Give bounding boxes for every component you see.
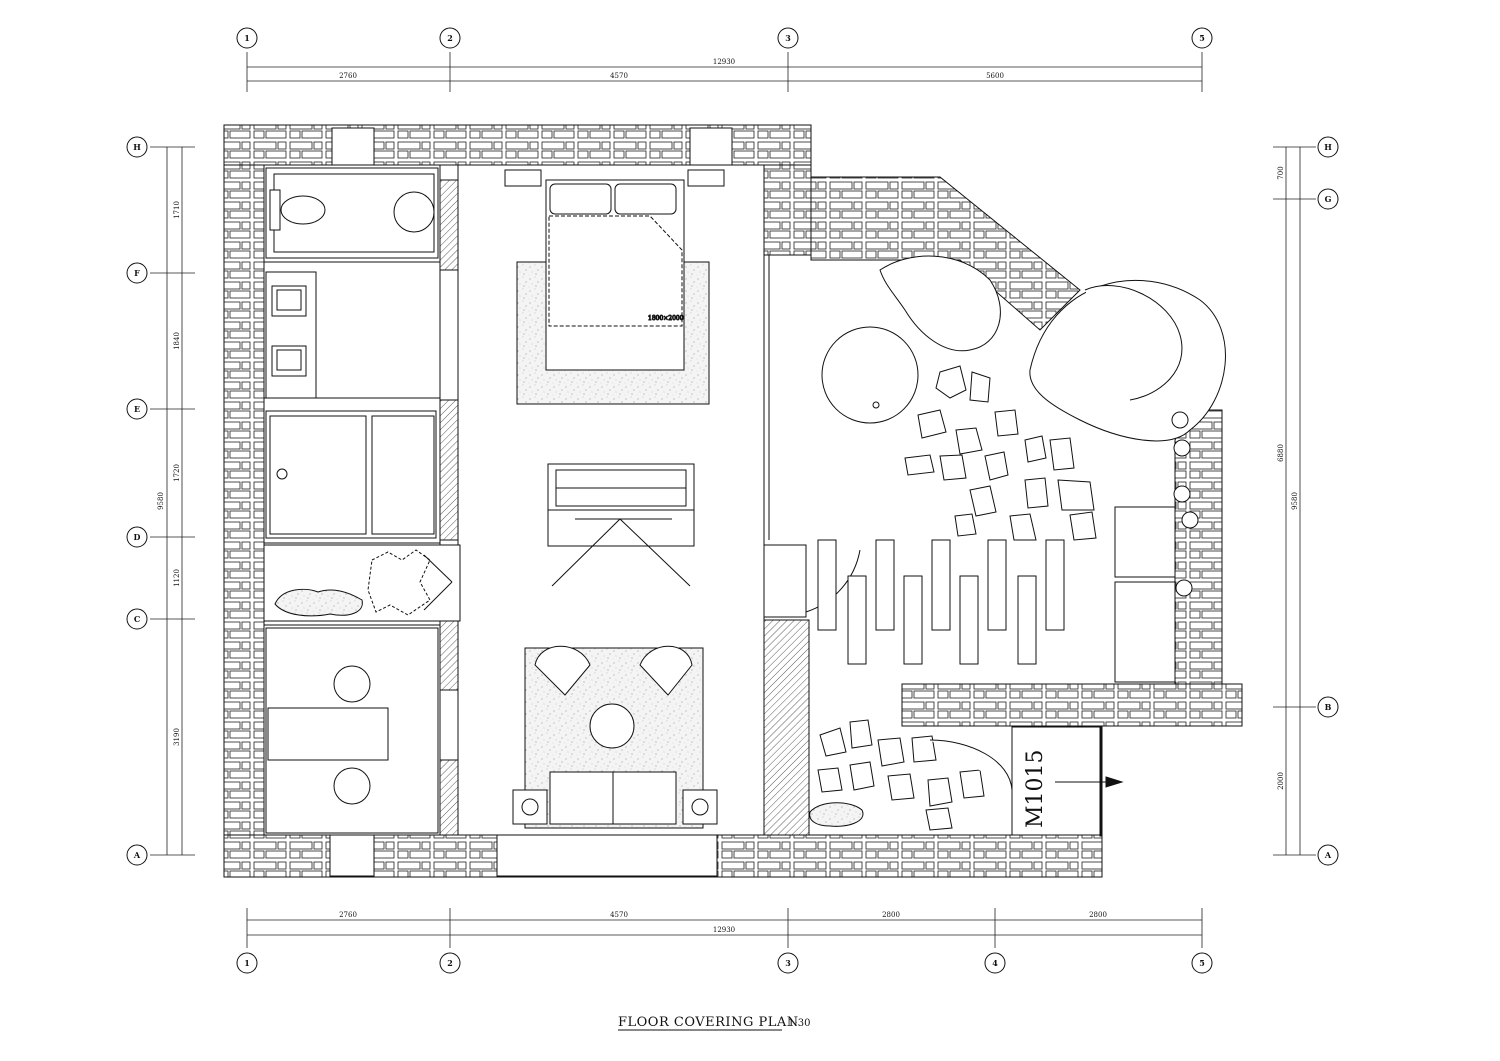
axis-bottom-3: 3 (777, 952, 799, 974)
garden (809, 255, 1226, 836)
toilet-room (265, 167, 439, 259)
axis-top-1: 1 (236, 27, 258, 49)
axis-left-E: E (126, 398, 148, 420)
lower-stones (809, 719, 985, 831)
dim-left-seg-1: 1710 (173, 201, 181, 219)
svg-text:4: 4 (992, 958, 998, 968)
axis-left-H: H (126, 136, 148, 158)
axis-bottom-5: 5 (1191, 952, 1213, 974)
axis-bottom-2: 2 (439, 952, 461, 974)
drawing-title: FLOOR COVERING PLAN (618, 1015, 799, 1030)
svg-text:D: D (134, 532, 141, 542)
glass-doors (763, 255, 861, 820)
dim-bottom-seg-2: 4570 (610, 911, 628, 919)
svg-text:E: E (134, 404, 140, 414)
svg-text:1: 1 (244, 958, 250, 968)
bench-with-rack (547, 463, 695, 587)
svg-text:3: 3 (785, 33, 791, 43)
dim-bottom-total: 12930 (713, 926, 735, 934)
axis-top-5: 5 (1191, 27, 1213, 49)
wall-openings (329, 127, 733, 877)
axis-left-C: C (126, 608, 148, 630)
lounge-set (512, 645, 718, 829)
svg-text:B: B (1325, 702, 1332, 712)
dim-top-seg-3: 5600 (986, 72, 1004, 80)
svg-text:H: H (1324, 142, 1332, 152)
svg-text:5: 5 (1199, 33, 1205, 43)
dimension-labels: 12930 2760 4570 5600 2760 4570 2800 2800… (157, 58, 1299, 934)
tea-room (265, 627, 439, 834)
svg-text:F: F (134, 268, 140, 278)
door-code-label: M1015 (1023, 749, 1048, 828)
dimension-lines (150, 52, 1316, 948)
dim-left-seg-3: 1720 (173, 464, 181, 482)
svg-text:3: 3 (785, 958, 791, 968)
dim-left-total: 9580 (157, 492, 165, 510)
svg-text:A: A (133, 850, 141, 860)
axis-right-A: A (1317, 844, 1339, 866)
svg-text:5: 5 (1199, 958, 1205, 968)
vanity-basins (265, 271, 317, 399)
svg-text:2: 2 (447, 33, 453, 43)
dim-bottom-seg-1: 2760 (339, 911, 357, 919)
axis-top-3: 3 (777, 27, 799, 49)
dim-right-seg-1: 700 (1277, 166, 1285, 179)
svg-text:A: A (1324, 850, 1332, 860)
dim-right-total: 9580 (1291, 492, 1299, 510)
svg-text:1: 1 (244, 33, 250, 43)
dim-right-seg-2: 6880 (1277, 444, 1285, 462)
svg-text:G: G (1325, 194, 1332, 204)
axis-bottom-1: 1 (236, 952, 258, 974)
stepping-stones (904, 365, 1097, 541)
svg-text:H: H (133, 142, 141, 152)
svg-text:2: 2 (447, 958, 453, 968)
bed-size-label: 1800×2000 (648, 315, 684, 322)
axis-left-F: F (126, 262, 148, 284)
axis-left-A: A (126, 844, 148, 866)
dim-left-seg-4: 1120 (173, 569, 181, 587)
axis-right-G: G (1317, 188, 1339, 210)
axis-right-B: B (1317, 696, 1339, 718)
dim-bottom-seg-4: 2800 (1089, 911, 1107, 919)
drawing-scale: 1:30 (788, 1018, 810, 1029)
shower-area (265, 410, 437, 539)
drawing-title-block: FLOOR COVERING PLAN 1:30 (618, 1015, 810, 1031)
axis-left-D: D (126, 526, 148, 548)
dim-top-seg-2: 4570 (610, 72, 628, 80)
svg-text:C: C (134, 614, 140, 624)
shrubs (1171, 411, 1199, 597)
axis-right-H: H (1317, 136, 1339, 158)
deck-planks (817, 539, 1065, 665)
bed: 1800×2000 (504, 169, 725, 405)
axis-bottom-4: 4 (984, 952, 1006, 974)
dim-top-total: 12930 (713, 58, 735, 66)
dim-top-seg-1: 2760 (339, 72, 357, 80)
axis-markers: 1 2 3 5 1 2 3 4 5 H F E D C A H G B A (126, 27, 1339, 974)
axis-top-2: 2 (439, 27, 461, 49)
dim-left-seg-2: 1840 (173, 332, 181, 350)
inner-courtyard (263, 544, 461, 622)
dim-right-seg-3: 2000 (1277, 772, 1285, 790)
dim-left-seg-5: 3190 (173, 728, 181, 746)
dim-bottom-seg-3: 2800 (882, 911, 900, 919)
